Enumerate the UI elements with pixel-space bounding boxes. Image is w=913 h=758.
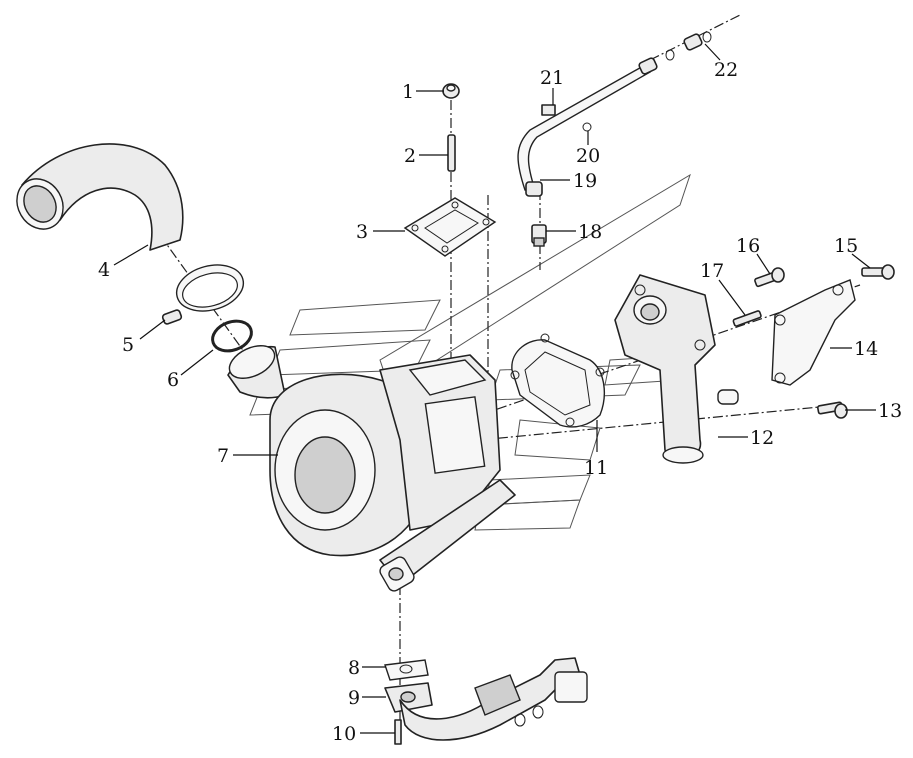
part-exhaust-gasket — [510, 333, 605, 428]
part-stud-17 — [732, 310, 762, 327]
part-gasket-flange — [403, 197, 497, 257]
callout-21: 21 — [540, 67, 564, 89]
callout-4: 4 — [98, 259, 110, 281]
callout-18: 18 — [578, 221, 602, 243]
callout-9: 9 — [348, 687, 360, 709]
part-oil-return-pipe — [384, 657, 588, 745]
callout-1: 1 — [402, 81, 414, 103]
part-bolt-15 — [861, 264, 895, 280]
part-bolt-13 — [817, 401, 848, 419]
part-oil-feed-pipe — [517, 31, 712, 197]
callout-17: 17 — [700, 260, 724, 282]
callout-7: 7 — [217, 445, 229, 467]
callout-2: 2 — [404, 145, 416, 167]
callout-8: 8 — [348, 657, 360, 679]
part-elbow-hose — [16, 143, 184, 251]
part-stud — [447, 134, 456, 172]
callout-15: 15 — [834, 235, 858, 257]
part-bolt-16 — [754, 267, 785, 288]
callout-11: 11 — [584, 457, 608, 479]
callout-14: 14 — [854, 338, 878, 360]
callout-5: 5 — [122, 334, 134, 356]
leader-lines — [113, 43, 876, 734]
part-hose-clamp — [161, 264, 245, 325]
part-exhaust-outlet-elbow — [614, 274, 739, 464]
callout-16: 16 — [736, 235, 760, 257]
part-oil-fitting — [531, 224, 547, 247]
callout-12: 12 — [750, 427, 774, 449]
part-nut — [442, 83, 460, 99]
callout-22: 22 — [714, 59, 738, 81]
callout-3: 3 — [356, 221, 368, 243]
part-turbocharger — [227, 345, 516, 592]
callout-labels: 1 2 3 4 5 6 7 8 9 10 11 12 13 14 15 16 1… — [98, 59, 902, 745]
callout-6: 6 — [167, 369, 179, 391]
callout-19: 19 — [573, 170, 597, 192]
part-o-ring — [211, 319, 253, 353]
callout-10: 10 — [332, 723, 356, 745]
part-support-bracket — [771, 279, 856, 386]
callout-20: 20 — [576, 145, 600, 167]
callout-13: 13 — [878, 400, 902, 422]
